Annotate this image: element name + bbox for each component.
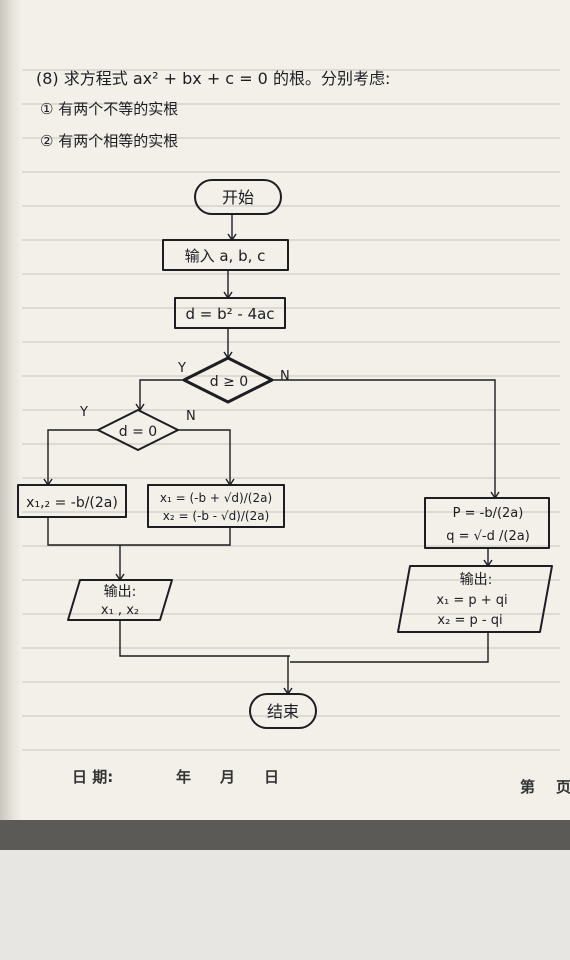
arrow-merge-end-right bbox=[290, 632, 489, 663]
complex-params-box bbox=[424, 497, 550, 549]
problem-line-1: (8) 求方程式 ax² + bx + c = 0 的根。分别考虑: bbox=[36, 69, 390, 88]
output-complex-x2: x₂ = p - qi bbox=[437, 613, 502, 628]
end-label: 结束 bbox=[267, 702, 299, 721]
complex-p: P = -b/(2a) bbox=[453, 506, 524, 521]
equal-roots-box bbox=[17, 484, 127, 518]
problem-line-3: ② 有两个相等的实根 bbox=[40, 132, 178, 150]
cond1-yes-label: Y bbox=[177, 361, 186, 376]
output-real-title: 输出: bbox=[104, 584, 137, 600]
distinct-root-2: x₂ = (-b - √d)/(2a) bbox=[163, 509, 270, 523]
flowchart-canvas: (8) 求方程式 ax² + bx + c = 0 的根。分别考虑: ① 有两个… bbox=[17, 69, 570, 796]
decision-d-nonnegative bbox=[182, 356, 274, 404]
end-terminal bbox=[249, 693, 317, 729]
complex-q: q = √-d /(2a) bbox=[446, 529, 530, 544]
arrow-merge-real bbox=[47, 517, 231, 546]
distinct-roots-box bbox=[147, 484, 285, 528]
footer-page-suffix: 页 bbox=[556, 778, 570, 796]
output-complex-title: 输出: bbox=[460, 572, 493, 588]
output-real-box bbox=[67, 579, 173, 621]
distinct-root-1: x₁ = (-b + √d)/(2a) bbox=[160, 491, 272, 505]
output-complex-box bbox=[397, 565, 553, 633]
footer-month: 月 bbox=[219, 768, 235, 786]
output-complex-x1: x₁ = p + qi bbox=[436, 593, 507, 608]
arrow-cond1-yes bbox=[139, 379, 184, 410]
problem-line-2: ① 有两个不等的实根 bbox=[40, 100, 178, 118]
footer-page-label: 第 bbox=[520, 778, 535, 796]
cond2-label: d = 0 bbox=[119, 424, 157, 440]
decision-d-zero bbox=[97, 409, 179, 451]
footer-date-label: 日 期: bbox=[72, 768, 113, 786]
notebook-page: (8) 求方程式 ax² + bx + c = 0 的根。分别考虑: ① 有两个… bbox=[0, 0, 570, 830]
notebook-binding bbox=[0, 0, 22, 830]
cond1-label: d ≥ 0 bbox=[210, 374, 248, 390]
background-surface bbox=[0, 850, 570, 960]
arrow-cond2-yes bbox=[47, 429, 98, 485]
arrow-cond2-no bbox=[178, 429, 231, 485]
arrow-merge-end-left bbox=[119, 620, 290, 657]
notebook-bottom-edge bbox=[0, 820, 570, 850]
arrow-cond1-no bbox=[272, 379, 496, 498]
cond2-yes-label: Y bbox=[79, 405, 88, 420]
footer-year: 年 bbox=[176, 768, 191, 786]
footer-day: 日 bbox=[264, 768, 279, 786]
ruled-lines bbox=[22, 69, 560, 751]
input-label: 输入 a, b, c bbox=[185, 247, 266, 265]
input-box bbox=[162, 239, 289, 271]
equal-roots-label: x₁,₂ = -b/(2a) bbox=[26, 495, 118, 511]
cond2-no-label: N bbox=[186, 409, 196, 424]
cond1-no-label: N bbox=[280, 369, 290, 384]
delta-box bbox=[174, 297, 286, 329]
start-terminal bbox=[194, 179, 282, 215]
output-real-values: x₁ , x₂ bbox=[101, 603, 139, 618]
start-label: 开始 bbox=[222, 188, 254, 207]
delta-label: d = b² - 4ac bbox=[185, 305, 274, 323]
